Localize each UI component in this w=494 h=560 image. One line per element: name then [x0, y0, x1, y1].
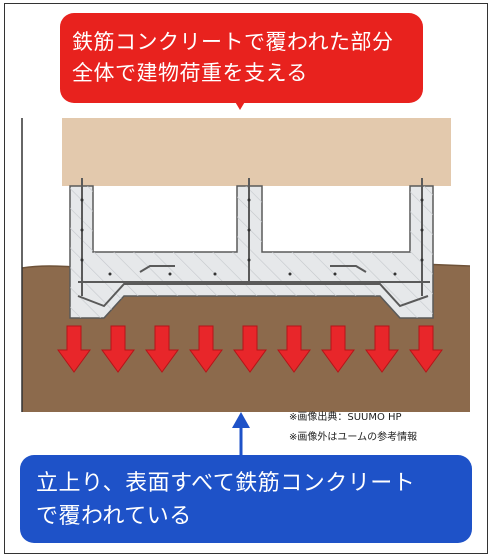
image-source-credit: ※画像出典：SUUMO HP: [289, 412, 402, 423]
load-arrow: [321, 325, 355, 373]
rebar-dots: [80, 198, 424, 276]
top-callout: 鉄筋コンクリートで覆われた部分 全体で建物荷重を支える: [60, 13, 423, 103]
load-arrow: [101, 325, 135, 373]
load-arrow: [277, 325, 311, 373]
support-arrow: [232, 412, 250, 458]
load-arrow: [365, 325, 399, 373]
top-callout-line-2: 全体で建物荷重を支える: [72, 61, 308, 85]
load-arrow: [409, 325, 443, 373]
top-callout-line-1: 鉄筋コンクリートで覆われた部分: [72, 30, 394, 54]
bottom-callout-line-2: で覆われている: [36, 504, 192, 529]
load-arrow: [145, 325, 179, 373]
reference-note: ※画像外はユームの参考情報: [289, 432, 418, 443]
load-arrow: [189, 325, 223, 373]
load-arrow: [233, 325, 267, 373]
bottom-callout-line-1: 立上り、表面すべて鉄筋コンクリート: [36, 471, 416, 496]
load-arrows: [57, 325, 443, 373]
load-arrow: [57, 325, 91, 373]
bottom-callout: 立上り、表面すべて鉄筋コンクリート で覆われている: [20, 455, 472, 543]
building-body: [62, 118, 451, 186]
